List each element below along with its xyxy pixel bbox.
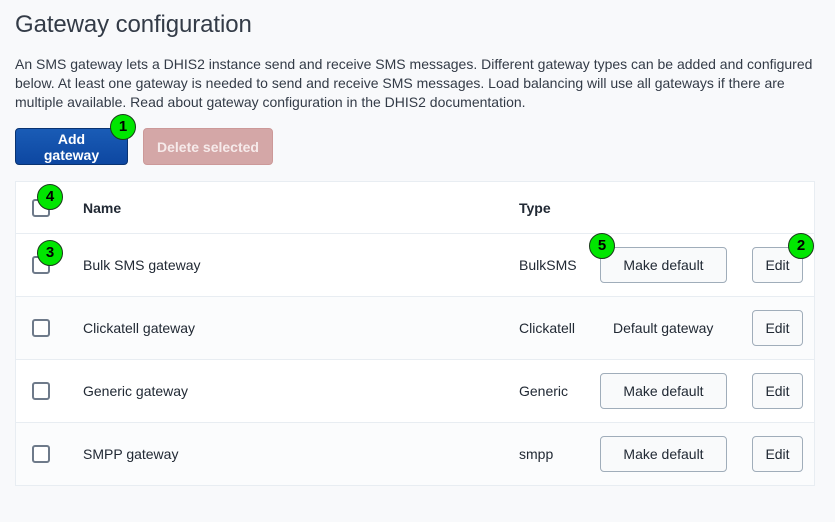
make-default-button[interactable]: Make default (600, 373, 727, 409)
table-row: Generic gateway Generic Make default Edi… (16, 359, 814, 422)
row-checkbox[interactable] (32, 445, 50, 463)
edit-button[interactable]: Edit (752, 247, 803, 283)
row-checkbox[interactable] (32, 319, 50, 337)
annotation-marker-1: 1 (110, 114, 136, 140)
page-description: An SMS gateway lets a DHIS2 instance sen… (15, 56, 813, 110)
add-gateway-button[interactable]: Add gateway (15, 128, 128, 165)
gateway-name: Generic gateway (83, 383, 189, 399)
table-row: Bulk SMS gateway BulkSMS Make default Ed… (16, 233, 814, 296)
annotation-marker-3: 3 (37, 240, 63, 266)
column-header-name: Name (83, 199, 122, 216)
table-header-row: Name Type (16, 182, 814, 233)
default-gateway-label: Default gateway (613, 320, 714, 336)
gateway-type: Generic (519, 383, 569, 399)
make-default-button[interactable]: Make default (600, 436, 727, 472)
gateway-type: smpp (519, 446, 554, 462)
annotation-marker-4: 4 (37, 184, 63, 210)
gateways-table: Name Type Bulk SMS gateway BulkSMS Make … (15, 181, 815, 486)
table-row: SMPP gateway smpp Make default Edit (16, 422, 814, 485)
delete-selected-button[interactable]: Delete selected (143, 128, 273, 165)
edit-button[interactable]: Edit (752, 436, 803, 472)
action-bar: Add gateway Delete selected (15, 128, 273, 165)
annotation-marker-5: 5 (589, 233, 615, 259)
edit-button[interactable]: Edit (752, 310, 803, 346)
gateway-name: Bulk SMS gateway (83, 257, 201, 273)
table-row: Clickatell gateway Clickatell Default ga… (16, 296, 814, 359)
gateway-type: BulkSMS (519, 257, 577, 273)
edit-button[interactable]: Edit (752, 373, 803, 409)
page-title: Gateway configuration (15, 11, 252, 38)
gateway-name: Clickatell gateway (83, 320, 196, 336)
gateway-type: Clickatell (519, 320, 576, 336)
annotation-marker-2: 2 (788, 233, 814, 259)
gateway-name: SMPP gateway (83, 446, 179, 462)
row-checkbox[interactable] (32, 382, 50, 400)
column-header-type: Type (519, 199, 551, 216)
make-default-button[interactable]: Make default (600, 247, 727, 283)
